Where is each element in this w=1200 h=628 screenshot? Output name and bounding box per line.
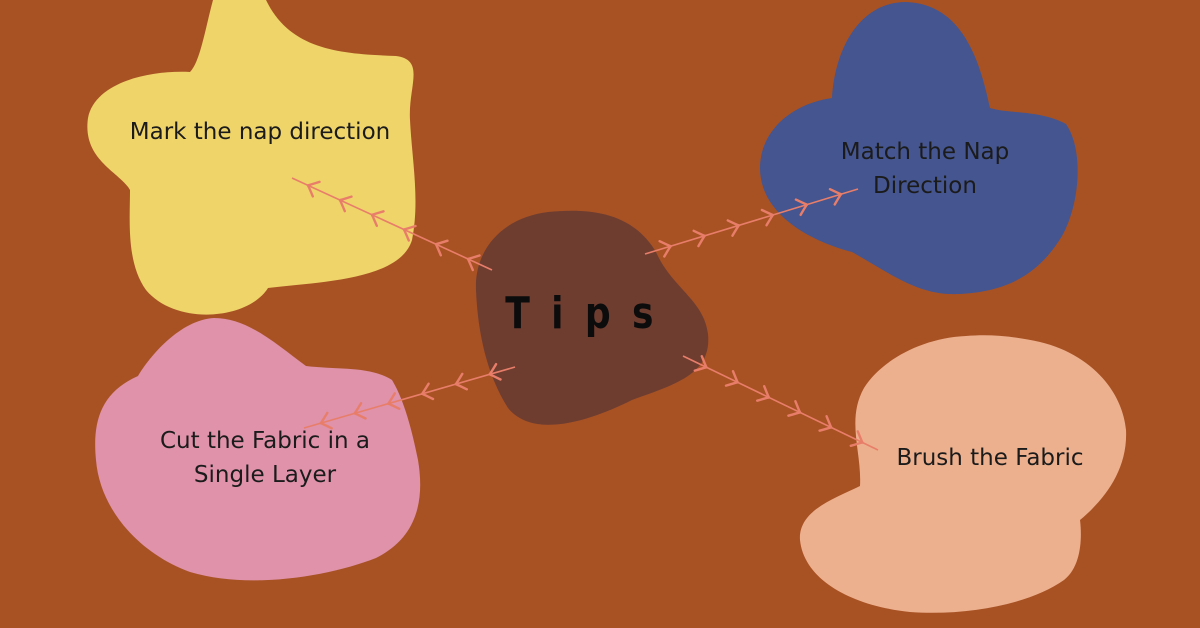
node-label-match-nap-line1: Match the Nap [840, 139, 1010, 165]
arrow-to-mark-nap-barb [338, 198, 346, 213]
node-label-cut-single-line2: Single Layer [193, 462, 337, 488]
arrow-to-mark-nap-barb [402, 228, 410, 242]
arrow-to-brush-barb [825, 415, 833, 429]
arrow-to-cut-single-line [303, 366, 516, 429]
arrow-to-cut-single-barb [454, 382, 468, 391]
arrow-to-brush-barb [700, 355, 708, 369]
arrow-to-mark-nap-barb [434, 239, 449, 246]
arrow-to-mark-nap-barb [306, 184, 314, 198]
arrow-to-mark-nap-line [291, 177, 493, 271]
arrow-to-match-nap-barb [692, 229, 706, 237]
arrow-to-match-nap-barb [760, 208, 774, 217]
arrow-to-mark-nap-barb [466, 257, 474, 272]
arrow-to-brush-barb [856, 430, 864, 444]
arrow-to-match-nap-barb [726, 219, 740, 227]
arrow-to-cut-single-barb [319, 421, 333, 430]
node-label-cut-single: Cut the Fabric in a Single Layer [135, 424, 395, 492]
arrow-to-brush-barb [818, 426, 833, 432]
arrow-to-match-nap-line [644, 188, 859, 255]
arrow-to-match-nap [644, 188, 859, 258]
arrow-to-match-nap-barb [828, 188, 843, 196]
arrow-to-brush [682, 355, 879, 451]
arrow-to-brush-barb [763, 385, 770, 399]
arrow-to-mark-nap-barb [434, 243, 442, 257]
node-label-match-nap: Match the Nap Direction [800, 135, 1050, 203]
yellow-blob [87, 0, 416, 315]
arrow-to-match-nap-barb [794, 198, 809, 206]
arrow-to-brush-barb [787, 411, 802, 417]
arrow-to-match-nap-barb [658, 240, 672, 248]
arrow-to-cut-single-barb [488, 373, 502, 381]
arrow-to-cut-single-barb [387, 402, 401, 410]
center-title: Tips [505, 288, 675, 339]
arrow-to-brush-line [682, 355, 879, 451]
node-label-brush: Brush the Fabric [896, 445, 1084, 471]
pink-blob [95, 318, 421, 581]
arrow-to-brush-barb [756, 396, 770, 402]
arrow-to-brush-barb [794, 400, 802, 414]
connector-arrows [291, 177, 879, 451]
node-label-match-nap-line2: Direction [873, 173, 977, 199]
arrow-to-mark-nap [291, 177, 493, 272]
arrow-to-brush-barb [731, 370, 739, 384]
arrow-to-cut-single-barb [353, 412, 367, 420]
arrow-to-cut-single [303, 362, 516, 430]
peach-blob [799, 335, 1127, 613]
arrow-to-brush-barb [724, 381, 739, 387]
arrow-to-cut-single-barb [421, 392, 435, 401]
arrow-to-mark-nap-barb [466, 254, 481, 261]
node-label-cut-single-line1: Cut the Fabric in a [159, 428, 370, 454]
center-blob [475, 210, 709, 425]
arrow-to-mark-nap-barb [370, 213, 378, 227]
node-label-mark-nap: Mark the nap direction [129, 119, 391, 145]
blue-blob [760, 2, 1078, 295]
